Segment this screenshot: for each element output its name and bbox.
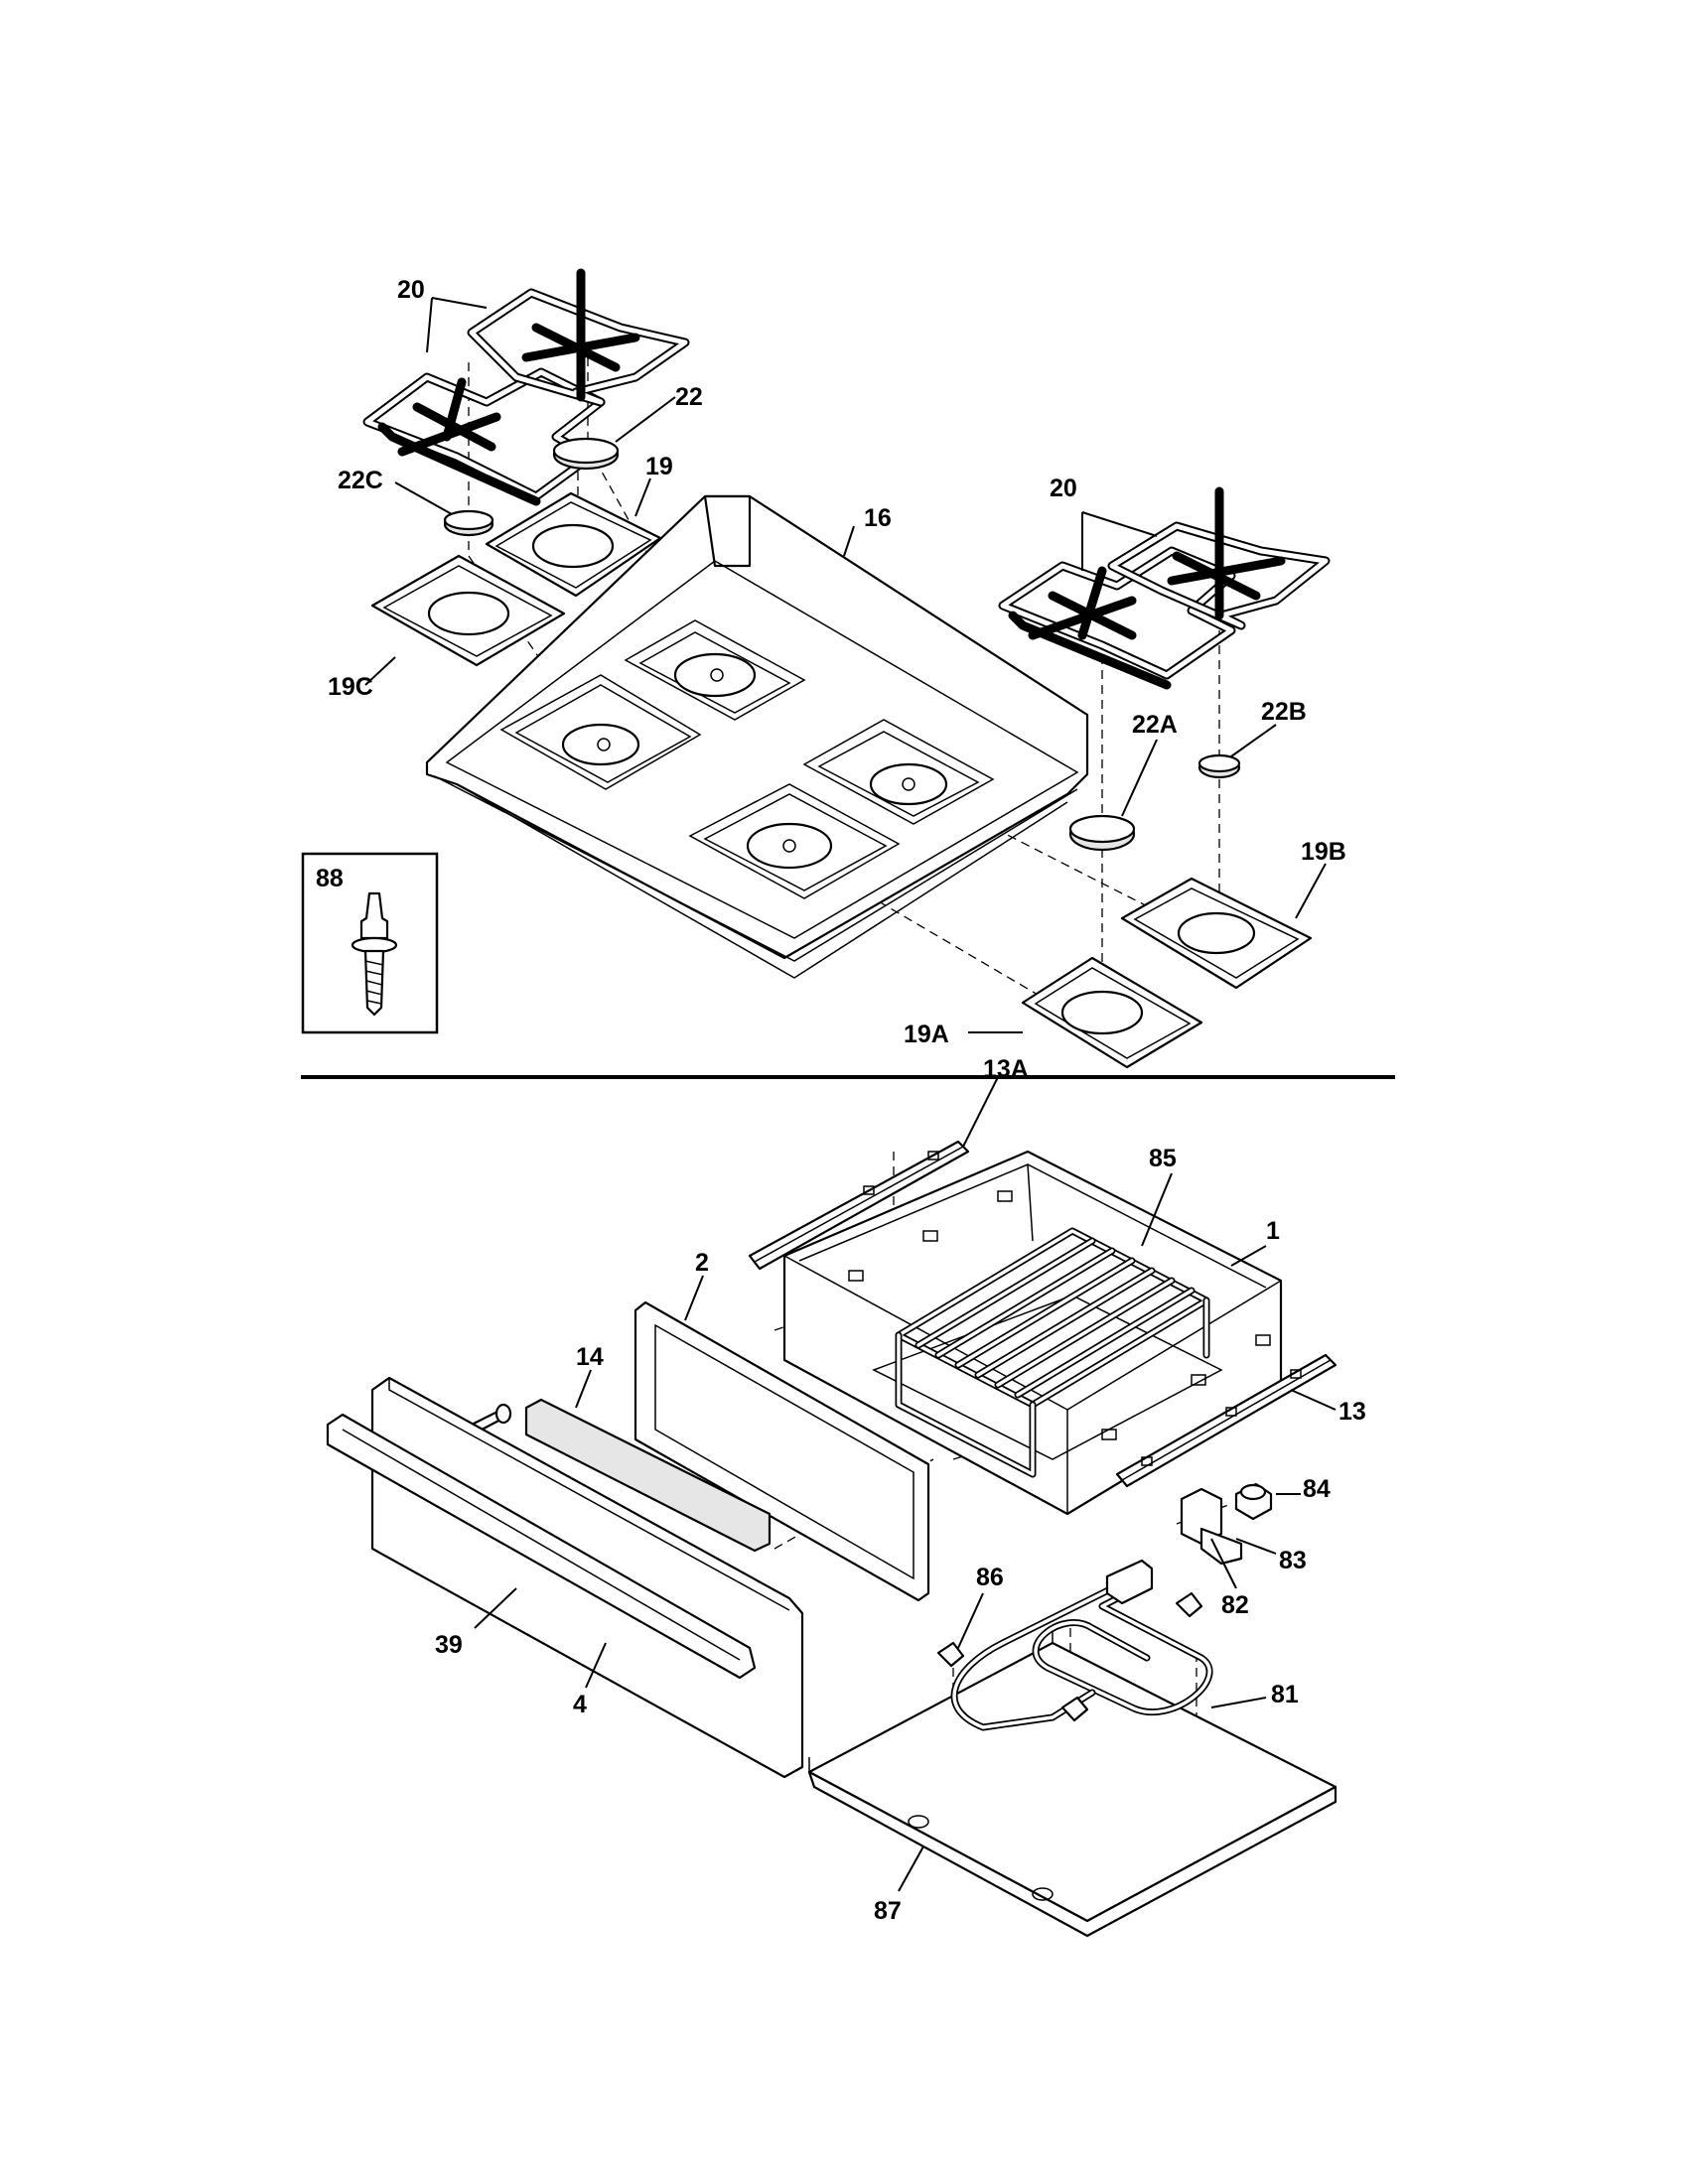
callout-81: 81 xyxy=(1271,1681,1299,1708)
callout-87: 87 xyxy=(874,1897,902,1925)
slide-rail-left xyxy=(748,1140,970,1271)
element-clip xyxy=(936,1591,1203,1722)
callout-22c: 22C xyxy=(338,467,383,494)
broil-rack xyxy=(895,1227,1210,1478)
callout-14: 14 xyxy=(576,1343,604,1371)
drip-pans xyxy=(370,491,1313,1069)
inner-door-panel xyxy=(633,1300,930,1602)
callout-1: 1 xyxy=(1266,1217,1280,1245)
callout-83: 83 xyxy=(1279,1547,1307,1574)
callout-85: 85 xyxy=(1149,1145,1177,1172)
burner-caps xyxy=(443,437,1241,852)
callout-19b: 19B xyxy=(1301,838,1346,866)
inset-box-screw-88 xyxy=(301,852,439,1034)
callout-20-left: 20 xyxy=(397,276,425,304)
callout-22a: 22A xyxy=(1132,711,1178,739)
cooktop-main-top xyxy=(425,494,1089,979)
callout-39: 39 xyxy=(435,1631,463,1659)
callout-84: 84 xyxy=(1303,1475,1331,1503)
callout-4: 4 xyxy=(573,1691,587,1718)
bake-element xyxy=(950,1559,1213,1731)
callout-13: 13 xyxy=(1338,1398,1366,1426)
callout-22: 22 xyxy=(675,383,703,411)
callout-20-right: 20 xyxy=(1050,475,1077,502)
callout-19: 19 xyxy=(645,453,673,480)
drawer-handle xyxy=(326,1413,757,1680)
bracket-assembly xyxy=(1180,1482,1273,1566)
callout-labels: 20 22 22C 19 16 20 19C 22A 22B 88 19B 19… xyxy=(316,276,1366,1925)
callout-86: 86 xyxy=(976,1564,1004,1591)
callout-82: 82 xyxy=(1221,1591,1249,1619)
burner-grate-right-pair xyxy=(998,486,1331,690)
insulation-strip xyxy=(524,1398,772,1553)
callout-88: 88 xyxy=(316,865,344,892)
callout-16: 16 xyxy=(864,504,892,532)
callout-13a: 13A xyxy=(983,1055,1029,1083)
slide-rail-right xyxy=(1115,1353,1337,1488)
leader-lines xyxy=(364,297,1336,1892)
callout-22b: 22B xyxy=(1261,698,1307,726)
callout-19a: 19A xyxy=(904,1021,949,1048)
callout-2: 2 xyxy=(695,1249,709,1277)
burner-grate-left-pair xyxy=(362,268,690,506)
callout-19c: 19C xyxy=(328,673,373,701)
drawer-bottom-pan xyxy=(807,1628,1337,1938)
drawer-box xyxy=(782,1150,1283,1516)
